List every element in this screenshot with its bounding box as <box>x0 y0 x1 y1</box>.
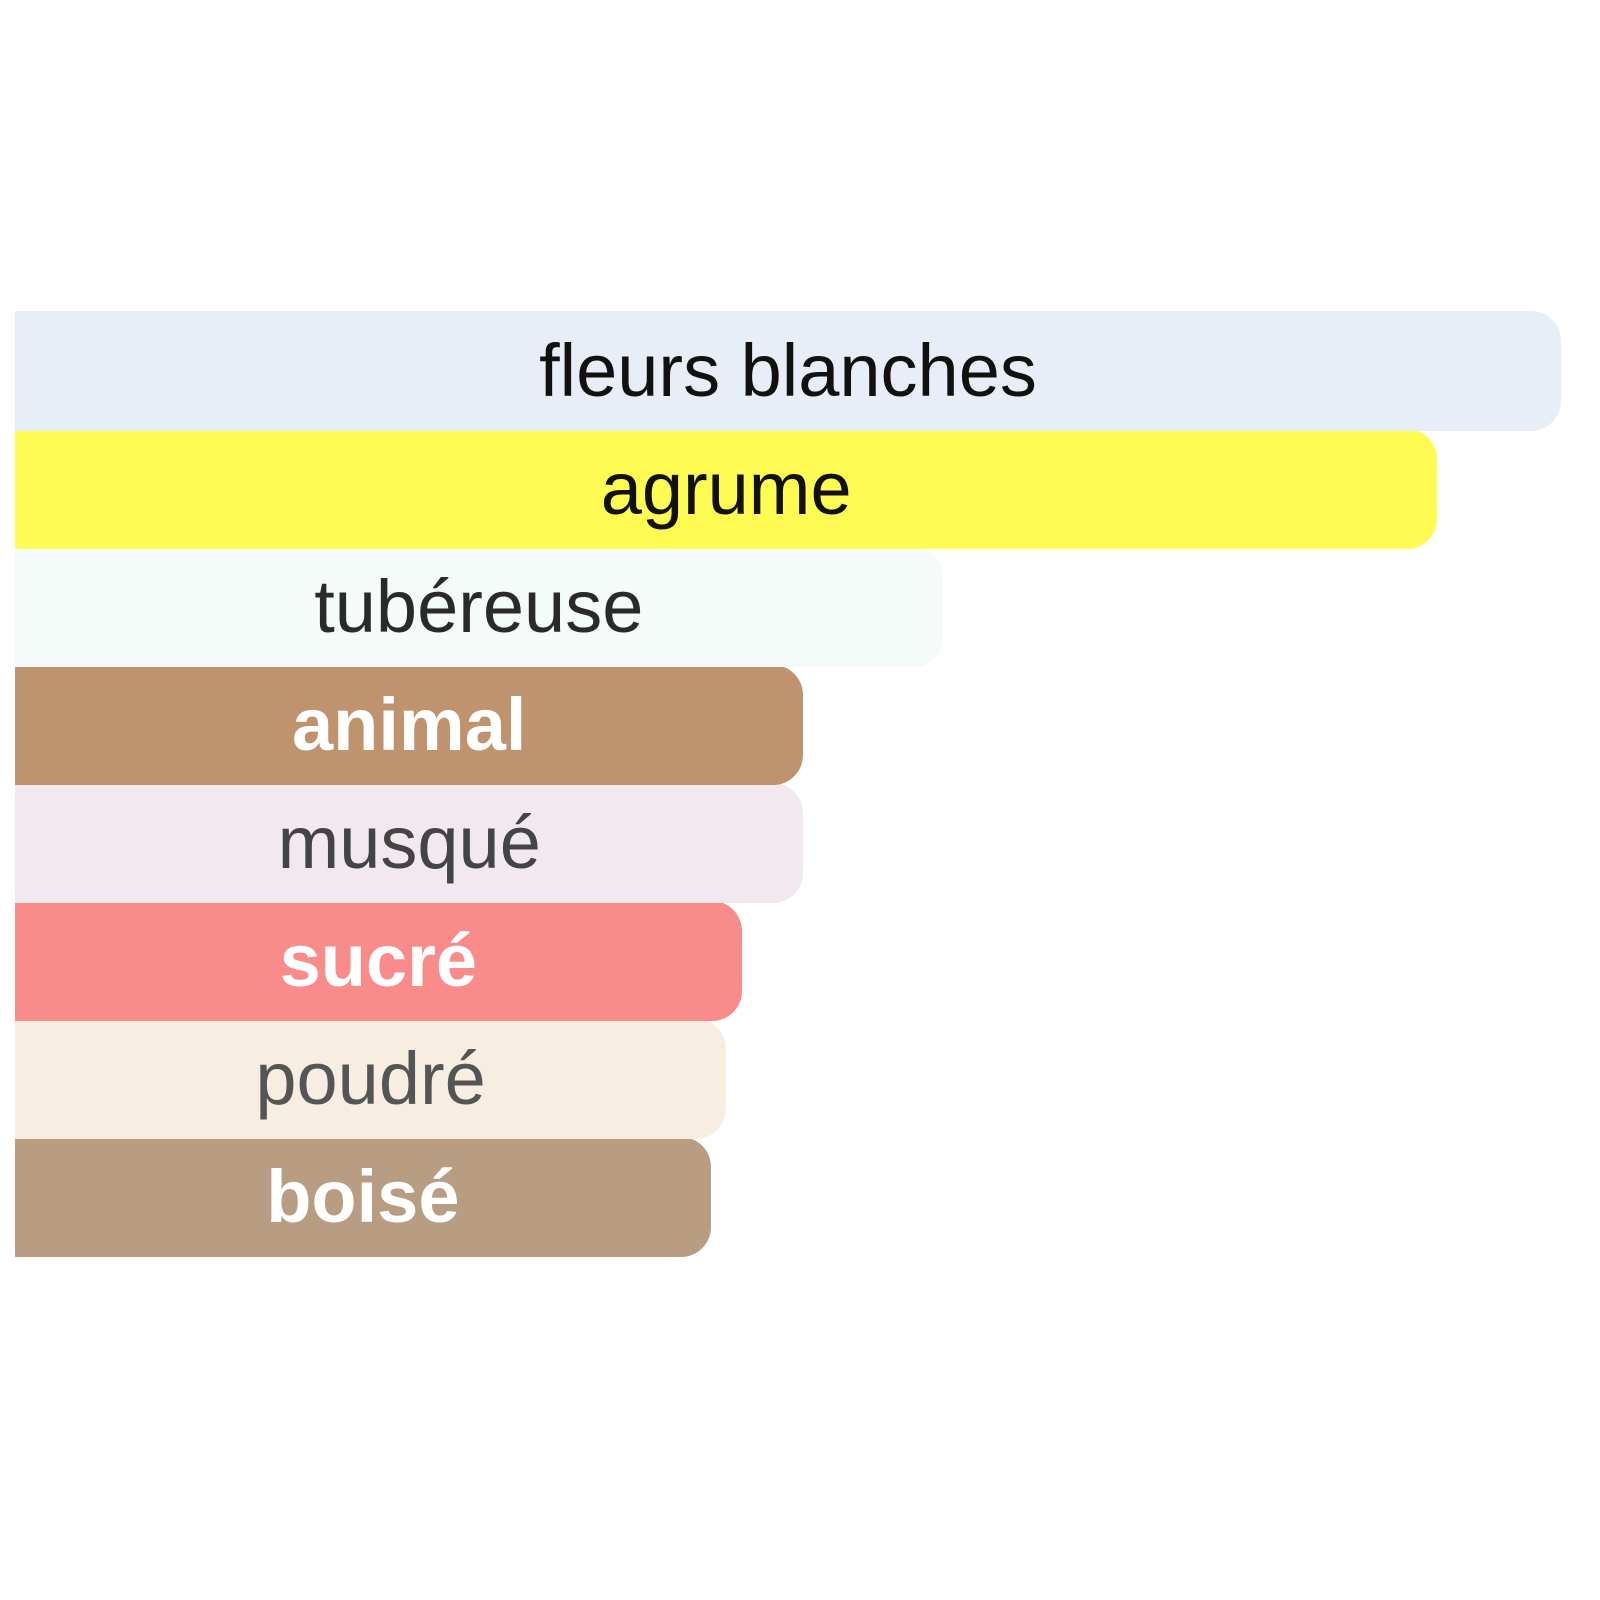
bar-5: sucré <box>15 901 742 1021</box>
bar-6: poudré <box>15 1019 727 1139</box>
bar-label-1: agrume <box>600 447 852 530</box>
bar-label-2: tubéreuse <box>314 565 644 648</box>
bar-4: musqué <box>15 783 804 903</box>
bar-label-3: animal <box>292 683 527 766</box>
bar-label-0: fleurs blanches <box>539 329 1037 412</box>
bar-label-7: boisé <box>266 1155 460 1238</box>
bar-label-6: poudré <box>255 1037 486 1120</box>
bar-1: agrume <box>15 429 1438 549</box>
bar-7: boisé <box>15 1137 711 1257</box>
bar-label-5: sucré <box>279 919 478 1002</box>
bar-label-4: musqué <box>277 801 541 884</box>
bar-0: fleurs blanches <box>15 311 1561 431</box>
bar-3: animal <box>15 665 804 785</box>
bar-2: tubéreuse <box>15 547 943 667</box>
